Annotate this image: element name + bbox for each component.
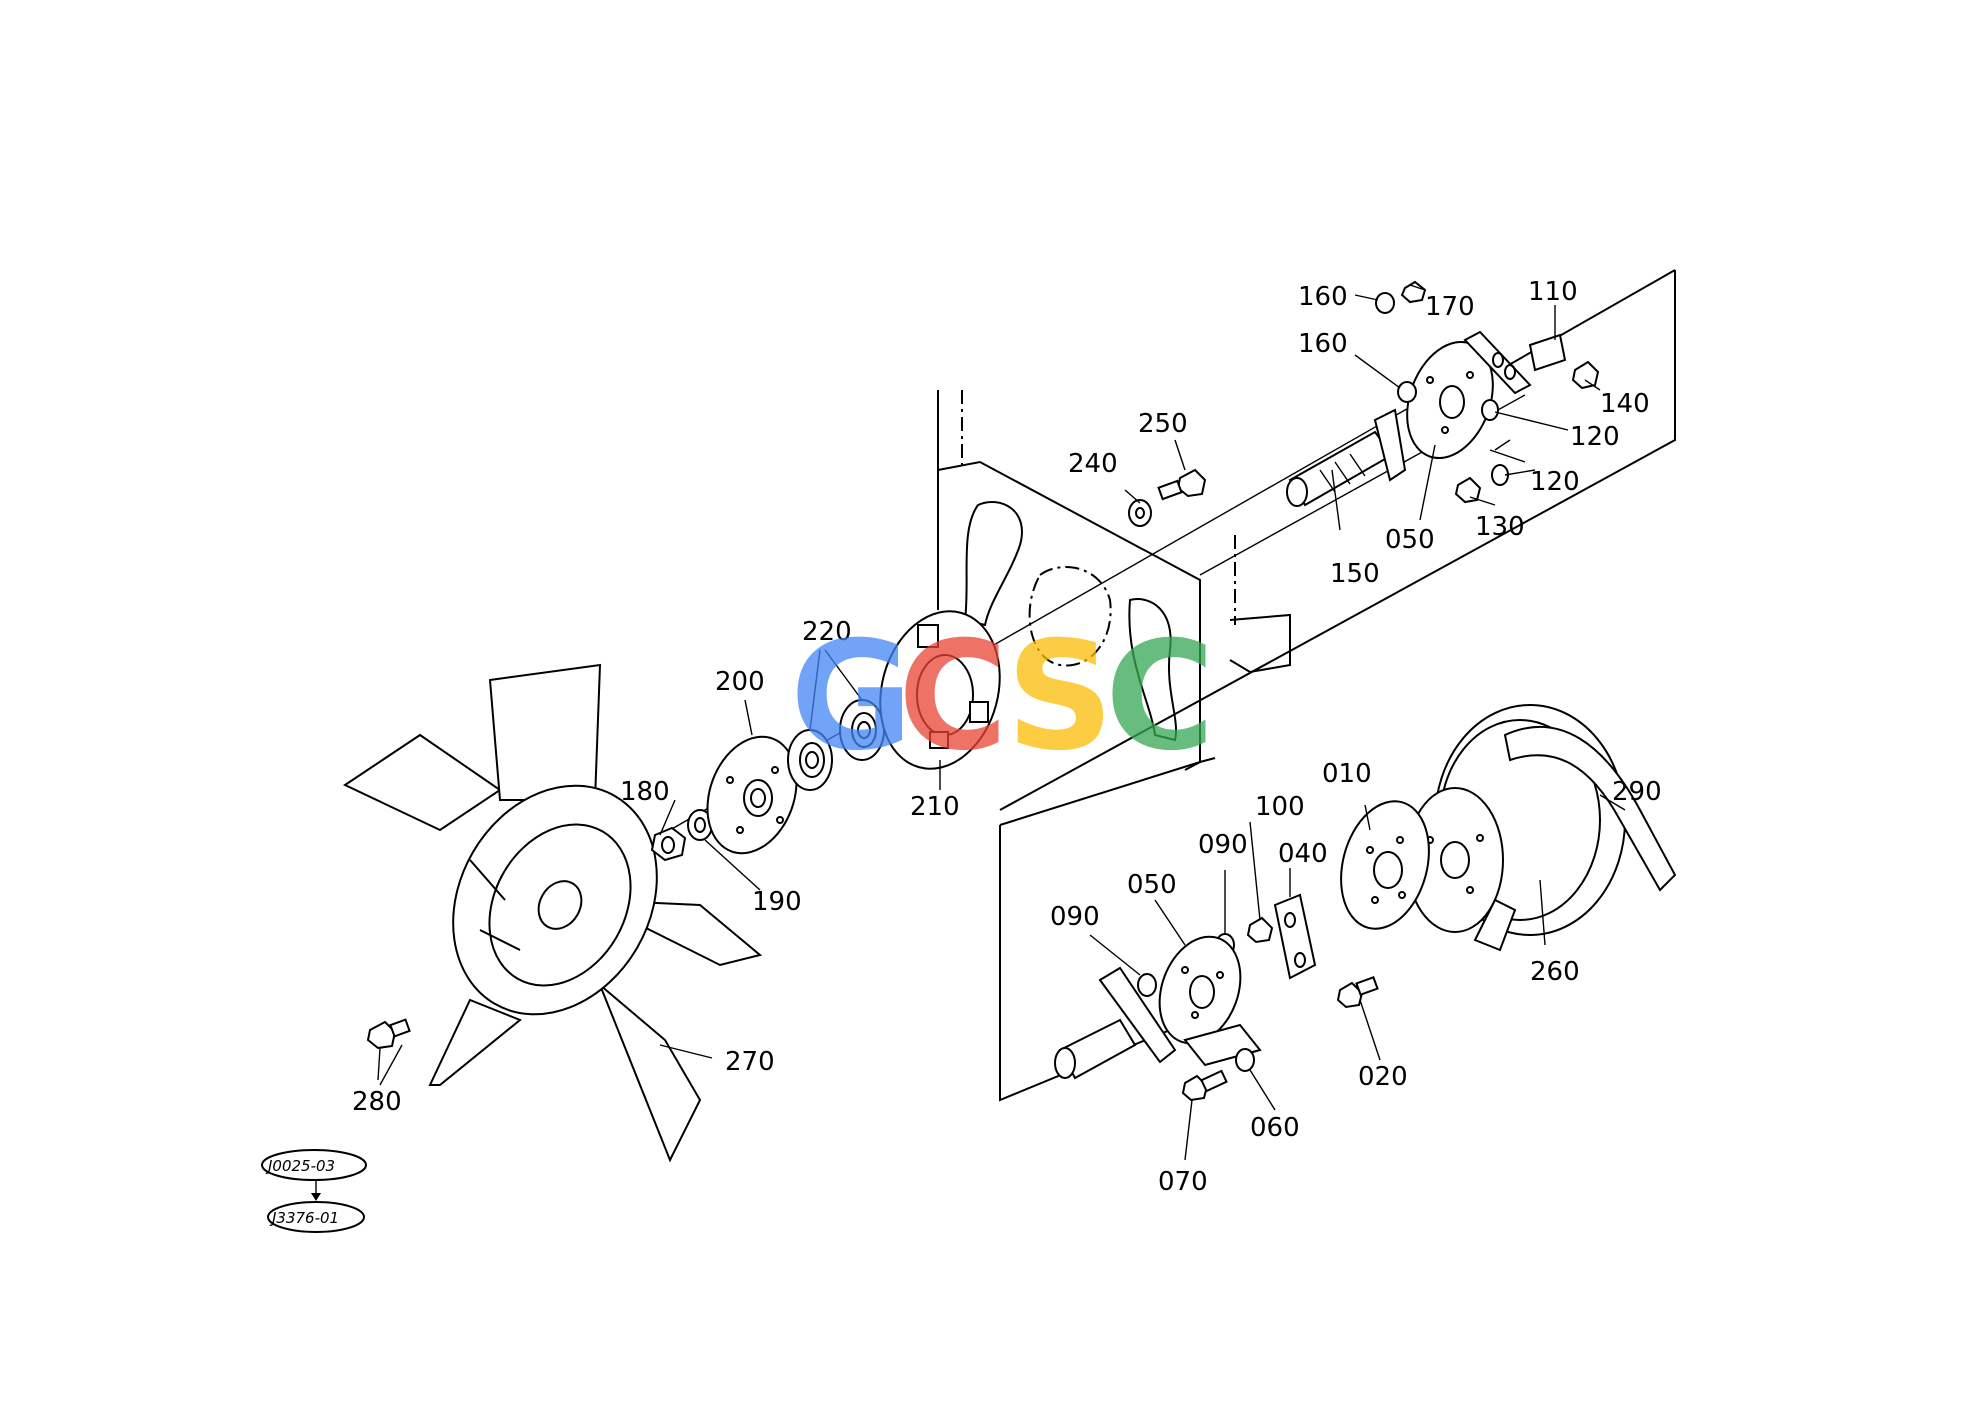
nut-180 <box>650 826 687 862</box>
label-010: 010 <box>1322 759 1372 789</box>
label-240: 240 <box>1068 449 1118 479</box>
label-050-upper: 050 <box>1385 525 1435 555</box>
coupling-010 <box>1340 800 1430 930</box>
leader-lines <box>379 284 1626 1161</box>
hub-200 <box>706 735 798 855</box>
ref-code-bottom: J3376-01 <box>269 1209 339 1227</box>
label-280: 280 <box>352 1087 402 1117</box>
label-120-a: 120 <box>1570 422 1620 452</box>
bracket-110 <box>1463 330 1567 395</box>
splined-shaft-150 <box>1286 408 1407 507</box>
bolt-020 <box>1336 976 1379 1009</box>
washer-160-a <box>1375 292 1395 314</box>
watermark-letter-c2: C <box>1105 610 1215 784</box>
bolt-250 <box>1157 468 1207 501</box>
plate-060 <box>1183 1023 1262 1072</box>
label-050-lower: 050 <box>1127 870 1177 900</box>
reference-codes: J0025-03 J3376-01 <box>261 1149 367 1233</box>
watermark-letter-c1: C <box>898 610 1008 784</box>
label-060: 060 <box>1250 1113 1300 1143</box>
bolt-130 <box>1454 476 1482 504</box>
label-160-a: 160 <box>1298 282 1348 312</box>
washer-120-a <box>1481 399 1499 421</box>
ref-arrow-head <box>311 1193 321 1201</box>
label-190: 190 <box>752 887 802 917</box>
bearing-housing-210 <box>879 610 1001 770</box>
label-170: 170 <box>1425 292 1475 322</box>
label-120-b: 120 <box>1530 467 1580 497</box>
label-130: 130 <box>1475 512 1525 542</box>
label-090-a: 090 <box>1198 830 1248 860</box>
washer-090-b <box>1137 973 1157 997</box>
washer-240 <box>1128 499 1152 527</box>
label-040: 040 <box>1278 839 1328 869</box>
label-100: 100 <box>1255 792 1305 822</box>
label-150: 150 <box>1330 559 1380 589</box>
label-020: 020 <box>1358 1062 1408 1092</box>
flange-050-lower <box>1158 935 1242 1045</box>
nut-140 <box>1571 360 1600 390</box>
washer-160-b <box>1397 381 1417 403</box>
label-260: 260 <box>1530 957 1580 987</box>
bolt-100 <box>1246 916 1274 944</box>
ref-code-top: J0025-03 <box>265 1157 335 1175</box>
label-110: 110 <box>1528 277 1578 307</box>
ref-oval-top <box>261 1149 367 1181</box>
washer-190 <box>687 809 713 841</box>
label-290: 290 <box>1612 777 1662 807</box>
stub-shaft-bracket <box>1054 966 1177 1080</box>
ref-oval-bottom <box>267 1201 365 1233</box>
label-250: 250 <box>1138 409 1188 439</box>
label-210: 210 <box>910 792 960 822</box>
label-090-b: 090 <box>1050 902 1100 932</box>
label-220: 220 <box>802 617 852 647</box>
label-200: 200 <box>715 667 765 697</box>
bolt-070 <box>1181 1069 1228 1102</box>
watermark-gcsc: G C S C <box>790 610 1215 784</box>
bolt-280 <box>366 1018 411 1081</box>
watermark-letter-g: G <box>790 610 913 784</box>
fan-270 <box>342 663 763 1163</box>
belt-290 <box>1473 725 1677 952</box>
label-180: 180 <box>620 777 670 807</box>
part-labels: 010 020 040 050 050 060 070 090 090 100 … <box>352 277 1662 1197</box>
bolt-170 <box>1400 280 1427 304</box>
label-160-b: 160 <box>1298 329 1348 359</box>
watermark-letter-s: S <box>1006 610 1114 784</box>
label-140: 140 <box>1600 389 1650 419</box>
label-070: 070 <box>1158 1167 1208 1197</box>
label-270: 270 <box>725 1047 775 1077</box>
link-040 <box>1273 893 1317 980</box>
